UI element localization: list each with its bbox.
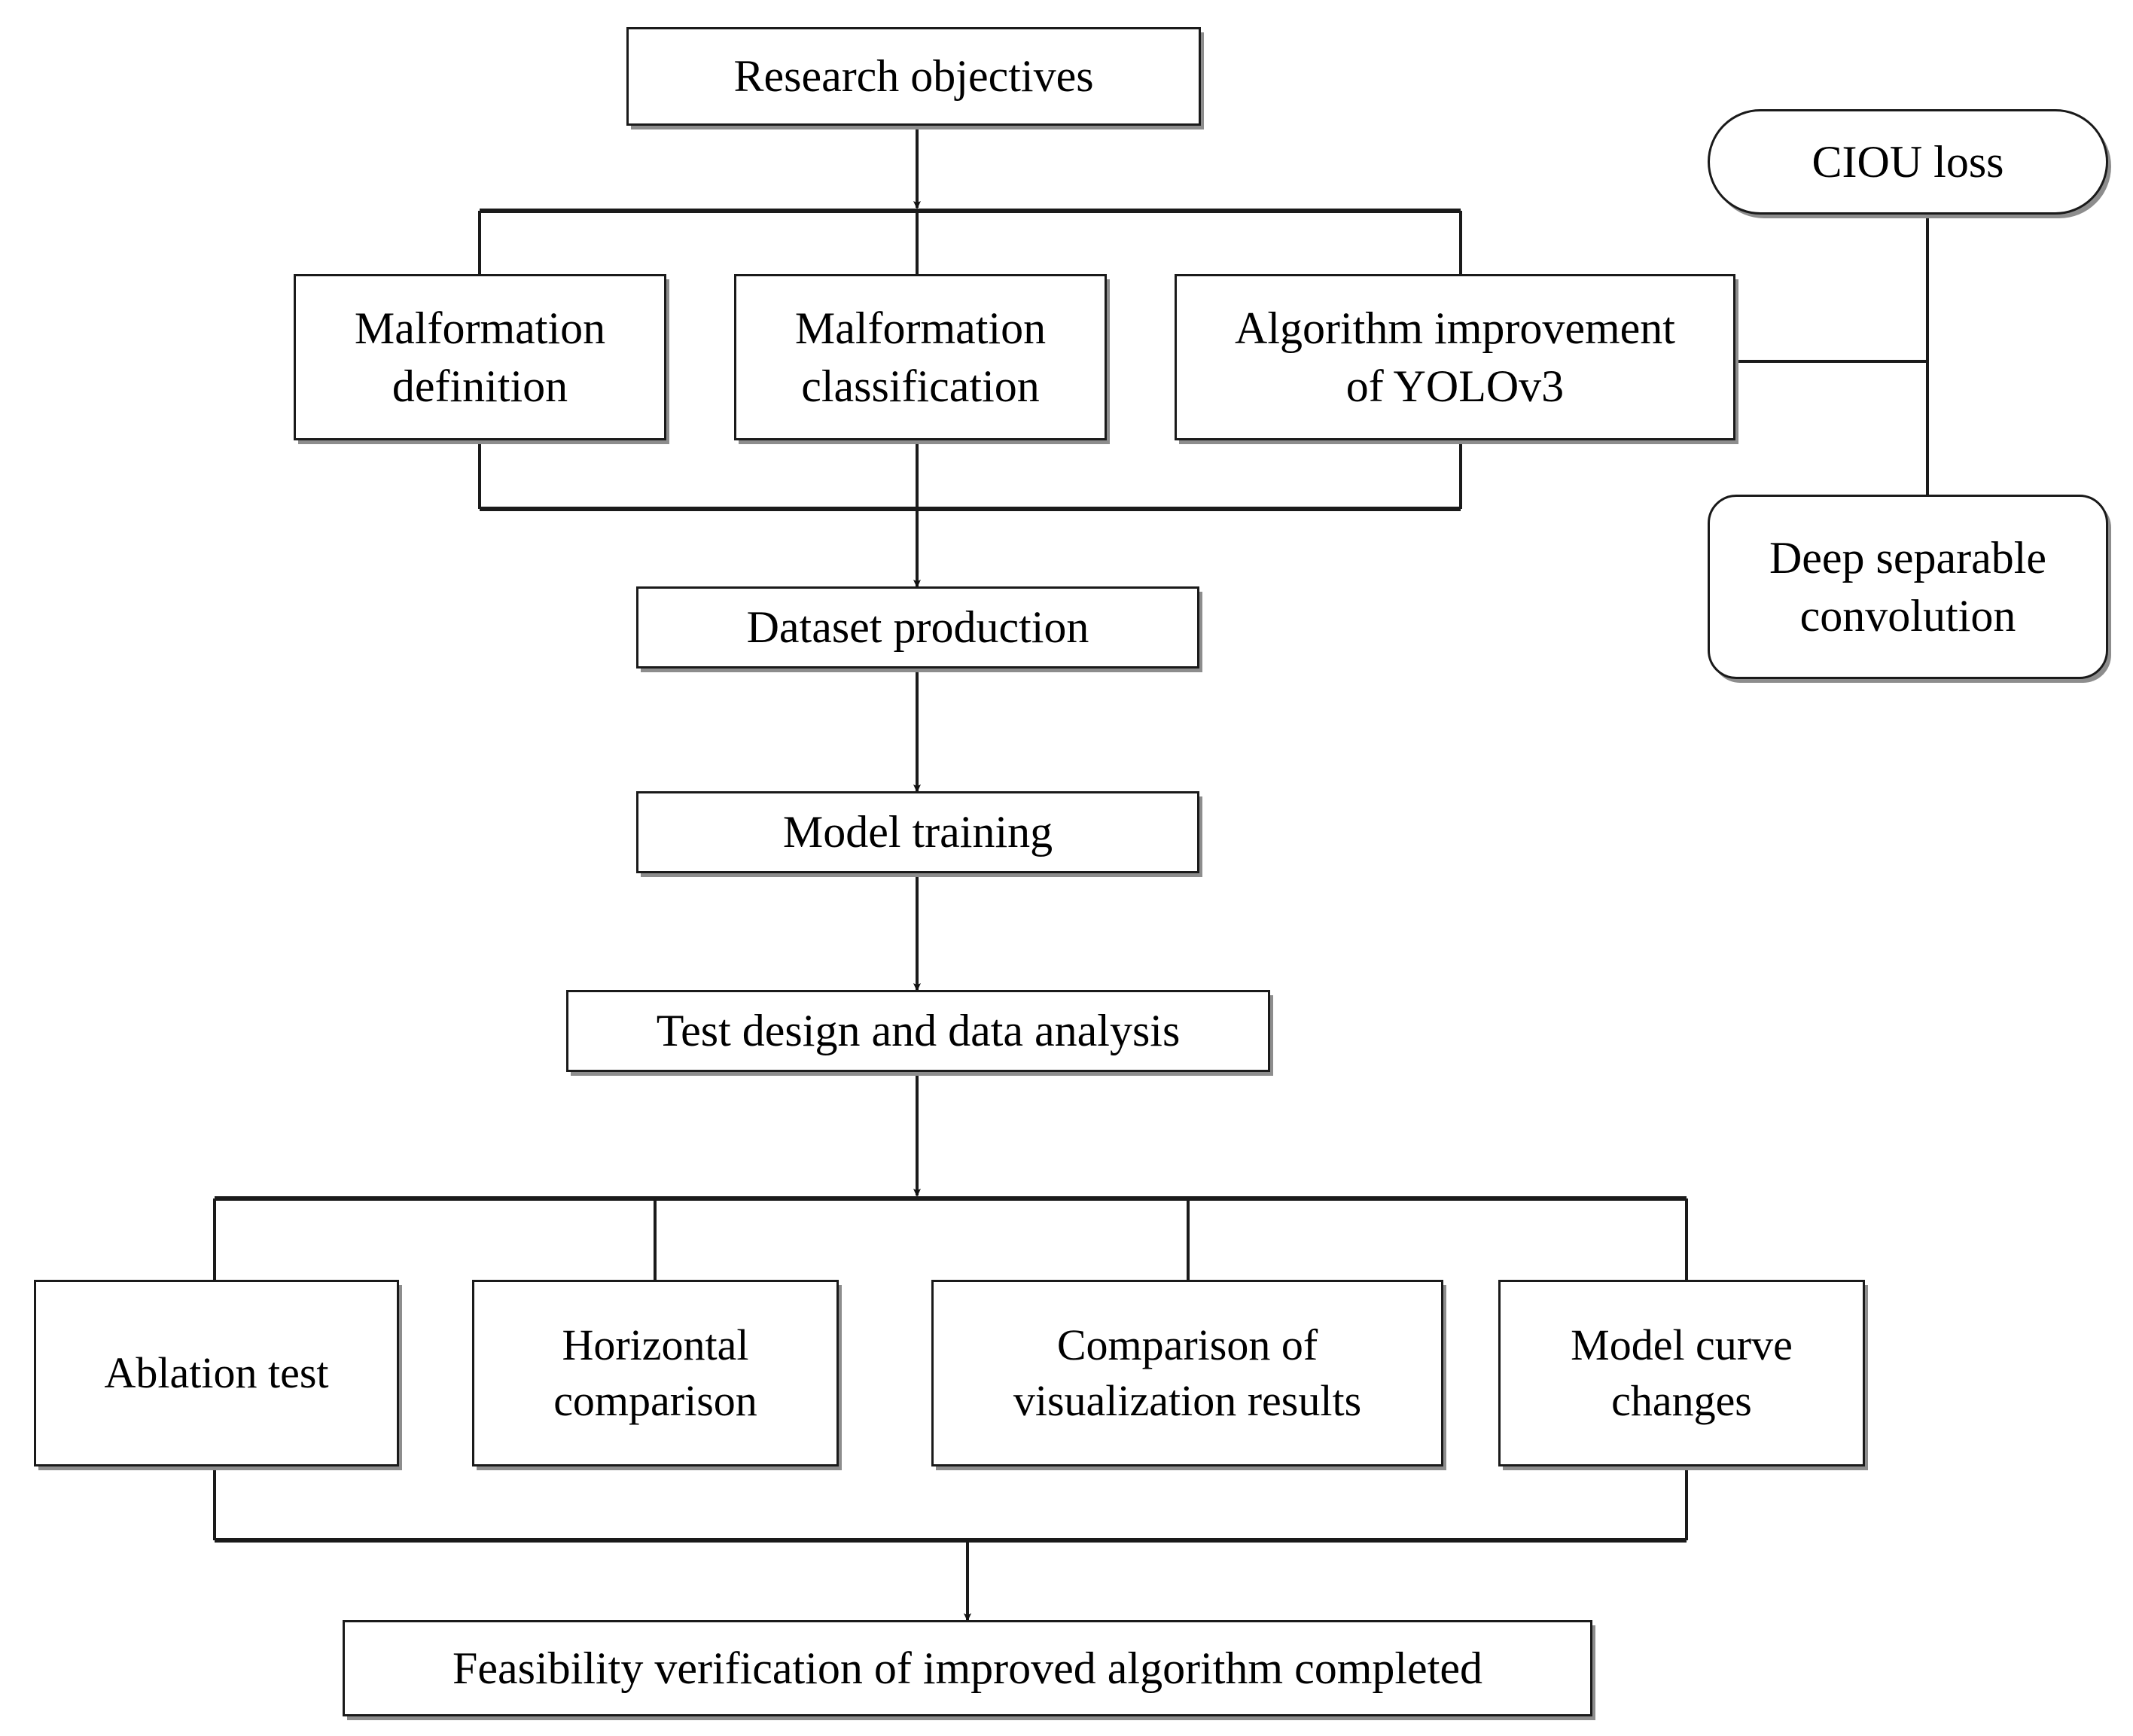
node-feasibility-verification[interactable]: Feasibility verification of improved alg… (343, 1620, 1592, 1716)
node-label: Deep separable convolution (1769, 532, 2047, 641)
node-model-training[interactable]: Model training (636, 791, 1199, 873)
node-label: Malformation definition (354, 303, 606, 411)
node-visualization-comparison[interactable]: Comparison of visualization results (931, 1280, 1443, 1466)
node-ciou-loss[interactable]: CIOU loss (1708, 109, 2108, 215)
node-label: CIOU loss (1812, 136, 2004, 187)
node-model-curve-changes[interactable]: Model curve changes (1498, 1280, 1865, 1466)
node-dataset-production[interactable]: Dataset production (636, 586, 1199, 669)
node-deep-separable-convolution[interactable]: Deep separable convolution (1708, 495, 2108, 679)
node-malformation-classification[interactable]: Malformation classification (734, 274, 1107, 440)
node-label: Test design and data analysis (656, 1006, 1181, 1056)
node-label: Algorithm improvement of YOLOv3 (1235, 303, 1675, 411)
node-label: Dataset production (746, 602, 1089, 653)
node-label: Model curve changes (1571, 1320, 1793, 1425)
node-label: Feasibility verification of improved alg… (453, 1643, 1482, 1693)
node-ablation-test[interactable]: Ablation test (34, 1280, 399, 1466)
node-label: Ablation test (104, 1348, 329, 1397)
node-horizontal-comparison[interactable]: Horizontal comparison (472, 1280, 839, 1466)
node-label: Horizontal comparison (553, 1320, 757, 1425)
node-malformation-definition[interactable]: Malformation definition (294, 274, 666, 440)
node-label: Malformation classification (794, 303, 1047, 411)
node-research-objectives[interactable]: Research objectives (626, 27, 1201, 126)
node-label: Model training (782, 807, 1053, 857)
node-label: Research objectives (733, 51, 1094, 102)
node-algorithm-improvement[interactable]: Algorithm improvement of YOLOv3 (1175, 274, 1735, 440)
node-label: Comparison of visualization results (1013, 1320, 1362, 1425)
node-test-design[interactable]: Test design and data analysis (566, 990, 1270, 1072)
